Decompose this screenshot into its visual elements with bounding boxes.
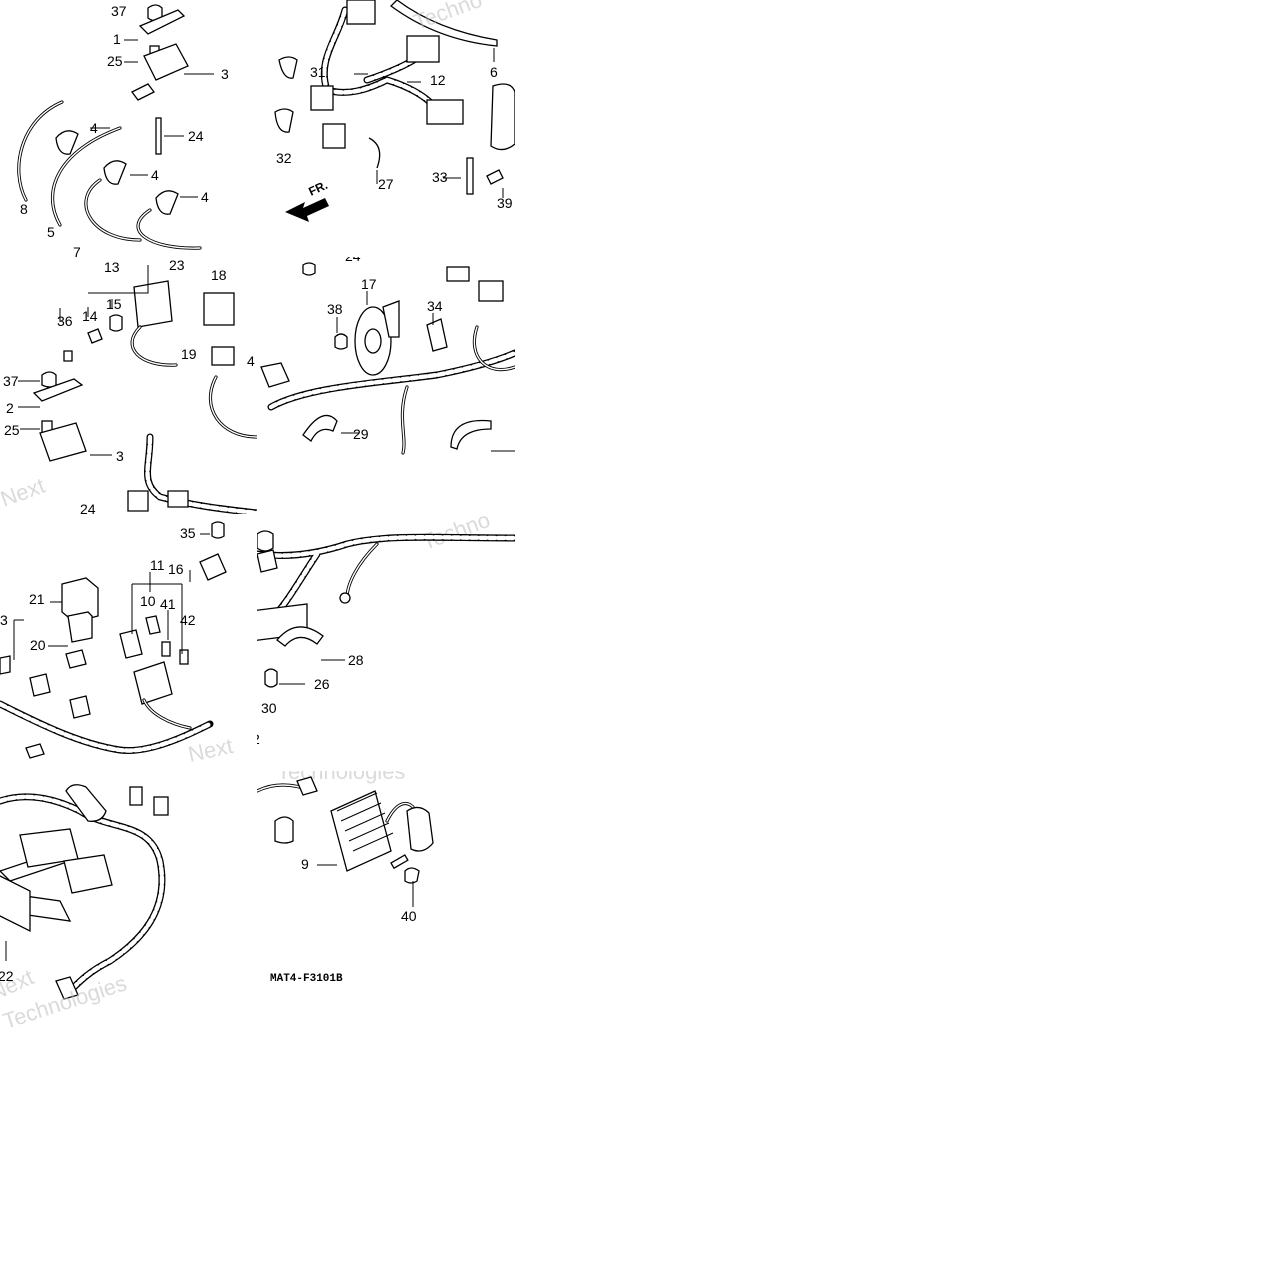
horn-drawing: 24 — [260, 257, 515, 455]
fuse-box-drawing — [0, 521, 227, 759]
relays-coils-drawing — [18, 265, 257, 514]
tile-front-harness: Techno FR. 31 12 6 32 27 33 39 — [257, 0, 515, 257]
front-harness-drawing: Techno — [274, 0, 515, 222]
tile-horn: 24 17 38 34 29 — [257, 257, 515, 514]
watermark-text: Technologies — [277, 771, 405, 784]
tile-regulator: Technologies 9 40 MAT4-F3101B — [257, 771, 515, 1028]
rear-harness-drawing: Techno — [257, 514, 515, 688]
tile-ecu: Next Technologies 22 — [0, 771, 257, 1028]
tile-ignition-coils: 37 1 25 3 4 24 4 4 8 5 7 — [0, 0, 257, 257]
tile-relays-coils: Next 13 23 18 36 14 15 19 4 37 2 25 3 24 — [0, 257, 257, 514]
callout-label: 24 — [345, 257, 361, 264]
regulator-drawing: Technologies — [257, 771, 434, 907]
tile-fuse-box: Next 35 11 16 21 10 41 42 3 20 — [0, 514, 257, 771]
tile-rear-harness: Techno 28 26 30 2 — [257, 514, 515, 771]
ecu-drawing: Next Technologies — [0, 784, 169, 1028]
ignition-coils-drawing — [17, 4, 214, 250]
